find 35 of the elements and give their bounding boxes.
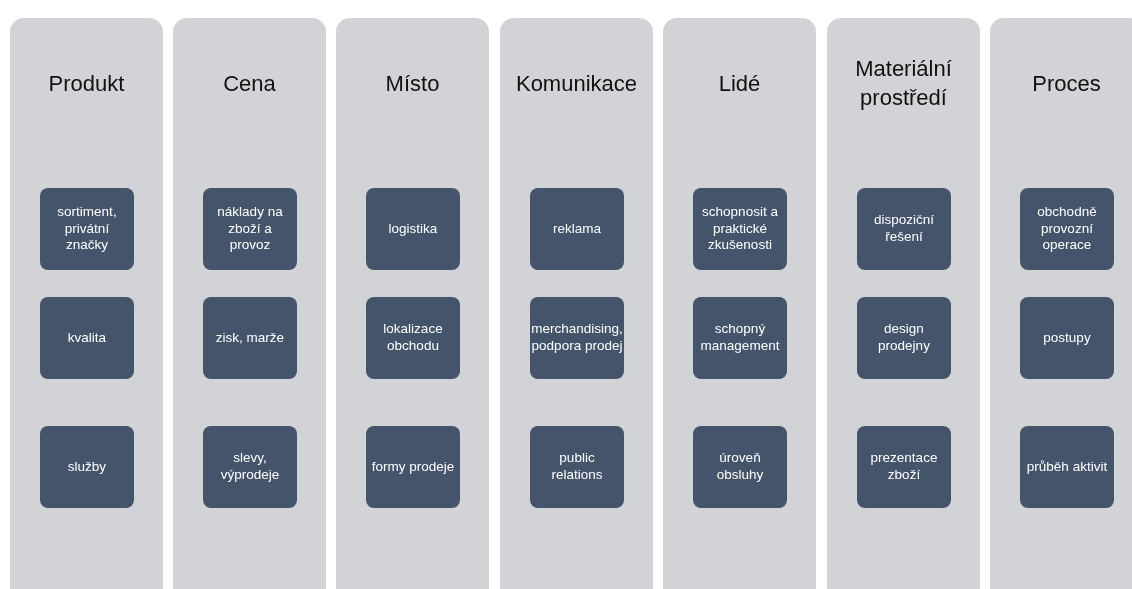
category-column: [173, 18, 326, 589]
item-box: schopnosit a praktické zkušenosti: [693, 188, 787, 270]
item-box: lokalizace obchodu: [366, 297, 460, 379]
column-heading: Komunikace: [515, 69, 638, 98]
column-heading: Proces: [1032, 69, 1101, 98]
category-column: [500, 18, 653, 589]
item-box: formy prodeje: [366, 426, 460, 508]
category-column: [827, 18, 980, 589]
item-box: zisk, marže: [203, 297, 297, 379]
item-box: merchandising, podpora prodej: [530, 297, 624, 379]
item-box: sortiment, privátní značky: [40, 188, 134, 270]
column-heading: Materiální prostředí: [854, 55, 953, 112]
item-box: obchodně provozní operace: [1020, 188, 1114, 270]
item-box: slevy, výprodeje: [203, 426, 297, 508]
column-heading: Lidé: [718, 69, 761, 98]
item-box: design prodejny: [857, 297, 951, 379]
item-box: úroveň obsluhy: [693, 426, 787, 508]
item-box: služby: [40, 426, 134, 508]
item-box: schopný management: [693, 297, 787, 379]
item-box: prezentace zboží: [857, 426, 951, 508]
column-heading: Produkt: [48, 69, 125, 98]
column-heading: Místo: [385, 69, 440, 98]
category-column: [10, 18, 163, 589]
item-box: kvalita: [40, 297, 134, 379]
category-column: [663, 18, 816, 589]
column-heading: Cena: [223, 69, 276, 98]
item-box: postupy: [1020, 297, 1114, 379]
item-box: reklama: [530, 188, 624, 270]
item-box: logistika: [366, 188, 460, 270]
item-box: public relations: [530, 426, 624, 508]
item-box: dispoziční řešení: [857, 188, 951, 270]
category-column: [336, 18, 489, 589]
item-box: průběh aktivit: [1020, 426, 1114, 508]
category-column: [990, 18, 1132, 589]
item-box: náklady na zboží a provoz: [203, 188, 297, 270]
